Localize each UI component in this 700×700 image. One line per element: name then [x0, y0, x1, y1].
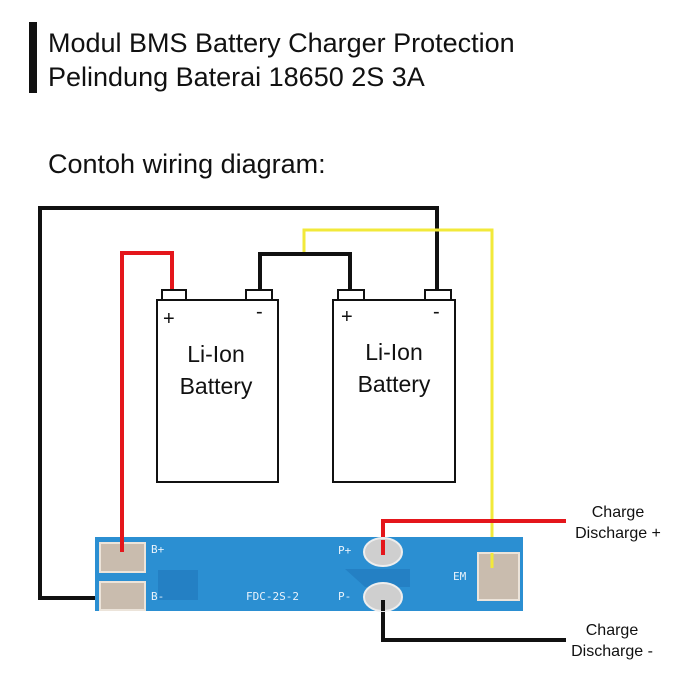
battery-1-minus: - [256, 301, 263, 323]
output-positive-line-1: Charge [592, 504, 645, 521]
battery-1-label-1: Li-Ion [187, 341, 245, 367]
pcb-label-p-minus: P- [338, 590, 351, 603]
battery-2: + - Li-Ion Battery [332, 289, 456, 483]
bms-pcb: B+ B- P+ P- EM FDC-2S-2 [95, 537, 523, 612]
battery-1-label-2: Battery [180, 373, 253, 399]
output-negative-line-1: Charge [586, 622, 639, 639]
pad-b-minus [99, 581, 146, 611]
pcb-model: FDC-2S-2 [246, 590, 299, 603]
pcb-label-b-plus: B+ [151, 543, 165, 556]
battery-2-label-1: Li-Ion [365, 339, 423, 365]
battery-2-plus: + [341, 306, 353, 328]
output-negative-line-2: Discharge - [571, 643, 653, 660]
pcb-label-b-minus: B- [151, 590, 164, 603]
wire-black-bminus-to-battery2-minus [38, 206, 439, 600]
battery-1-plus: + [163, 308, 175, 330]
title-line-1: Modul BMS Battery Charger Protection [48, 28, 515, 58]
wire-black-between-batteries [258, 252, 352, 292]
wire-red-bplus-to-battery1-plus [120, 251, 174, 552]
pcb-label-em: EM [453, 570, 467, 583]
diagram-subtitle: Contoh wiring diagram: [48, 149, 326, 179]
output-positive-line-2: Discharge + [575, 525, 661, 542]
pad-em [477, 552, 520, 601]
battery-2-minus: - [433, 301, 440, 323]
title-accent-bar [29, 22, 37, 93]
title-line-2: Pelindung Baterai 18650 2S 3A [48, 62, 425, 92]
wire-yellow-em-to-midpoint [302, 228, 494, 568]
pcb-label-p-plus: P+ [338, 544, 352, 557]
battery-1: + - Li-Ion Battery [156, 289, 279, 483]
battery-2-label-2: Battery [358, 371, 431, 397]
wire-black-pminus-output [381, 600, 566, 642]
